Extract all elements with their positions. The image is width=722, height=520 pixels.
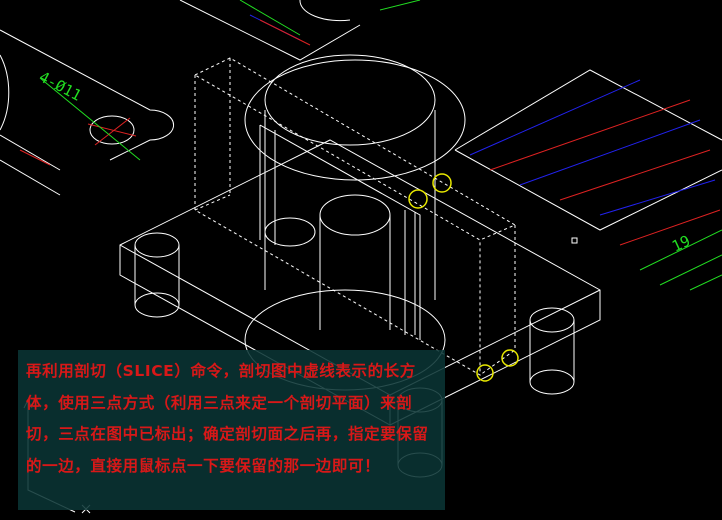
right-view-part: 19: [454, 69, 722, 291]
top-view-fragment: [179, 0, 421, 61]
slice-point-3: [501, 349, 519, 367]
slice-point-1: [432, 173, 452, 193]
slice-point-4: [476, 364, 494, 382]
annotation-note: 再利用剖切（SLICE）命令，剖切图中虚线表示的长方体，使用三点方式（利用三点来…: [18, 350, 445, 510]
width-dimension-label: 19: [669, 232, 693, 256]
slice-point-2: [408, 189, 428, 209]
hole-dimension-label: 4-Ø11: [36, 68, 84, 105]
left-view-part: 4-Ø11: [0, 29, 174, 196]
slice-box-dashed: [193, 57, 517, 376]
snap-markers: [408, 173, 519, 382]
annotation-text: 再利用剖切（SLICE）命令，剖切图中虚线表示的长方体，使用三点方式（利用三点来…: [26, 362, 429, 475]
